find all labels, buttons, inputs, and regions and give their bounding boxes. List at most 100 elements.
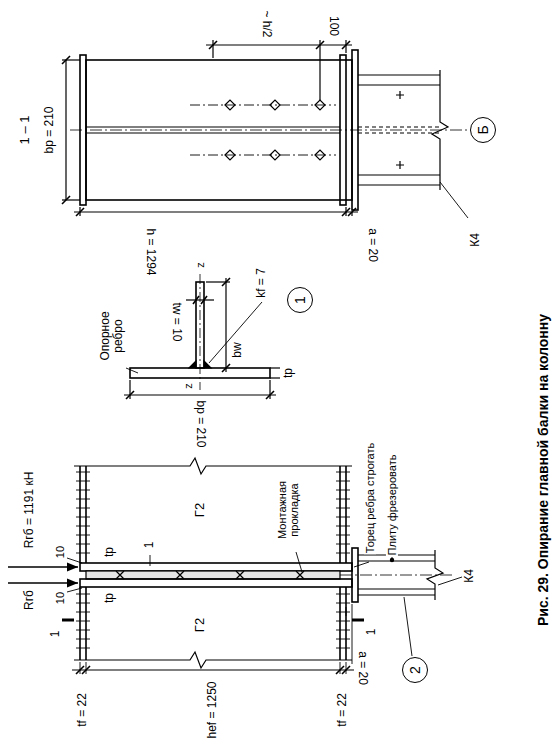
weld-tick: [76, 639, 90, 640]
weld-tick: [336, 517, 350, 518]
mounting-pad: [86, 571, 340, 579]
dimension: tp: [282, 367, 295, 379]
leader-line: [438, 577, 462, 585]
support-rib: [80, 563, 352, 571]
weld-tick: [76, 603, 90, 604]
leader-dot: [390, 558, 393, 561]
dimension-tick: [316, 41, 324, 49]
axis-label: z: [182, 382, 194, 390]
weld-tick: [76, 648, 90, 649]
weld-size: 10: [54, 545, 66, 559]
leader-line: [209, 302, 262, 363]
weld-tick: [336, 621, 350, 622]
weld-tick: [336, 508, 350, 509]
part-mark: Г2: [193, 617, 207, 633]
weld-tick: [336, 639, 350, 640]
weld-tick: [76, 508, 90, 509]
weld-tick: [76, 526, 90, 527]
dimension: a = 20: [355, 650, 368, 686]
dimension-tick: [126, 391, 134, 399]
dimension-tick: [201, 296, 207, 304]
dimension: tw = 10: [169, 301, 182, 342]
bolt-symbol: [225, 150, 235, 160]
dimension: bp = 210: [43, 105, 56, 154]
extension-line: [346, 604, 352, 664]
bolt-line: [190, 155, 336, 156]
dimension-tick: [62, 56, 70, 64]
weld-tick: [336, 472, 350, 473]
dimension: a = 20: [365, 227, 378, 263]
bolt-symbol: [270, 100, 280, 110]
weld-tick: [76, 535, 90, 536]
column-web: [358, 126, 440, 127]
dimension: bp = 210: [193, 399, 206, 448]
weld-tick: [336, 553, 350, 554]
dimension-tick: [76, 666, 350, 674]
beam-flange: [80, 466, 346, 563]
dimension: 100: [326, 15, 339, 37]
dimension-tick: [266, 391, 274, 399]
dimension-line: [206, 44, 352, 45]
dimension-line: [124, 394, 276, 395]
load-label: Rгб: [23, 589, 36, 611]
note: Плиту фрезеровать: [386, 454, 398, 557]
leader-line: [296, 552, 302, 572]
weld-tick: [336, 630, 350, 631]
axis-line: [200, 274, 201, 390]
leader-line: [150, 555, 151, 566]
leader-line: [440, 182, 468, 218]
section-mark: 1: [365, 628, 378, 637]
weld-tick: [76, 612, 90, 613]
bolt-cross: [176, 571, 184, 579]
section-cut-mark: [62, 619, 364, 622]
section-mark: 1: [49, 630, 62, 639]
dimension: tp: [103, 592, 116, 604]
reaction-arrow: [8, 566, 78, 567]
weld-size: kf = 7: [255, 267, 268, 299]
weld-tick: [336, 612, 350, 613]
dimension: ~ h/2: [259, 9, 272, 38]
repeated-strokes: [76, 100, 350, 648]
weld-tick: [76, 544, 90, 545]
axis-line: [340, 575, 452, 576]
weld-tick: [336, 499, 350, 500]
weld-tick: [336, 535, 350, 536]
reaction-arrow: [8, 582, 78, 583]
dimension-tick: [348, 208, 356, 216]
bolt-cross: [116, 571, 124, 579]
weld-tick: [76, 517, 90, 518]
weld-tick: [76, 472, 90, 473]
part-name: Опорное ребро: [99, 304, 125, 368]
note: Торец ребра строгать: [364, 442, 376, 554]
part-mark: К4: [469, 232, 482, 248]
column-flange: [358, 84, 440, 85]
weld-tick: [76, 621, 90, 622]
callout-circle: Б: [470, 117, 496, 143]
weld-tick: [76, 490, 90, 491]
extension-line: [270, 367, 280, 368]
bolt-cross: [296, 571, 304, 579]
dimension-tick: [222, 364, 230, 372]
dimension-tick: [222, 278, 230, 286]
bolt-symbol: [270, 150, 280, 160]
dimension-line: [186, 299, 214, 300]
dimension: bw: [231, 341, 244, 358]
extension-line: [270, 377, 280, 378]
break-line: [74, 652, 352, 668]
weld-tick: [336, 526, 350, 527]
dimension-line: [225, 278, 226, 372]
leader-line: [67, 558, 82, 563]
dimension-line: [72, 669, 354, 670]
column-web: [358, 132, 440, 133]
weld-tick: [76, 481, 90, 482]
weld-tick: [336, 481, 350, 482]
weld-tick: [336, 603, 350, 604]
callout-circle: 2: [402, 657, 428, 683]
callout-circle: 1: [287, 287, 313, 313]
axis-label: z: [194, 261, 206, 269]
part-mark: К4: [463, 568, 476, 584]
